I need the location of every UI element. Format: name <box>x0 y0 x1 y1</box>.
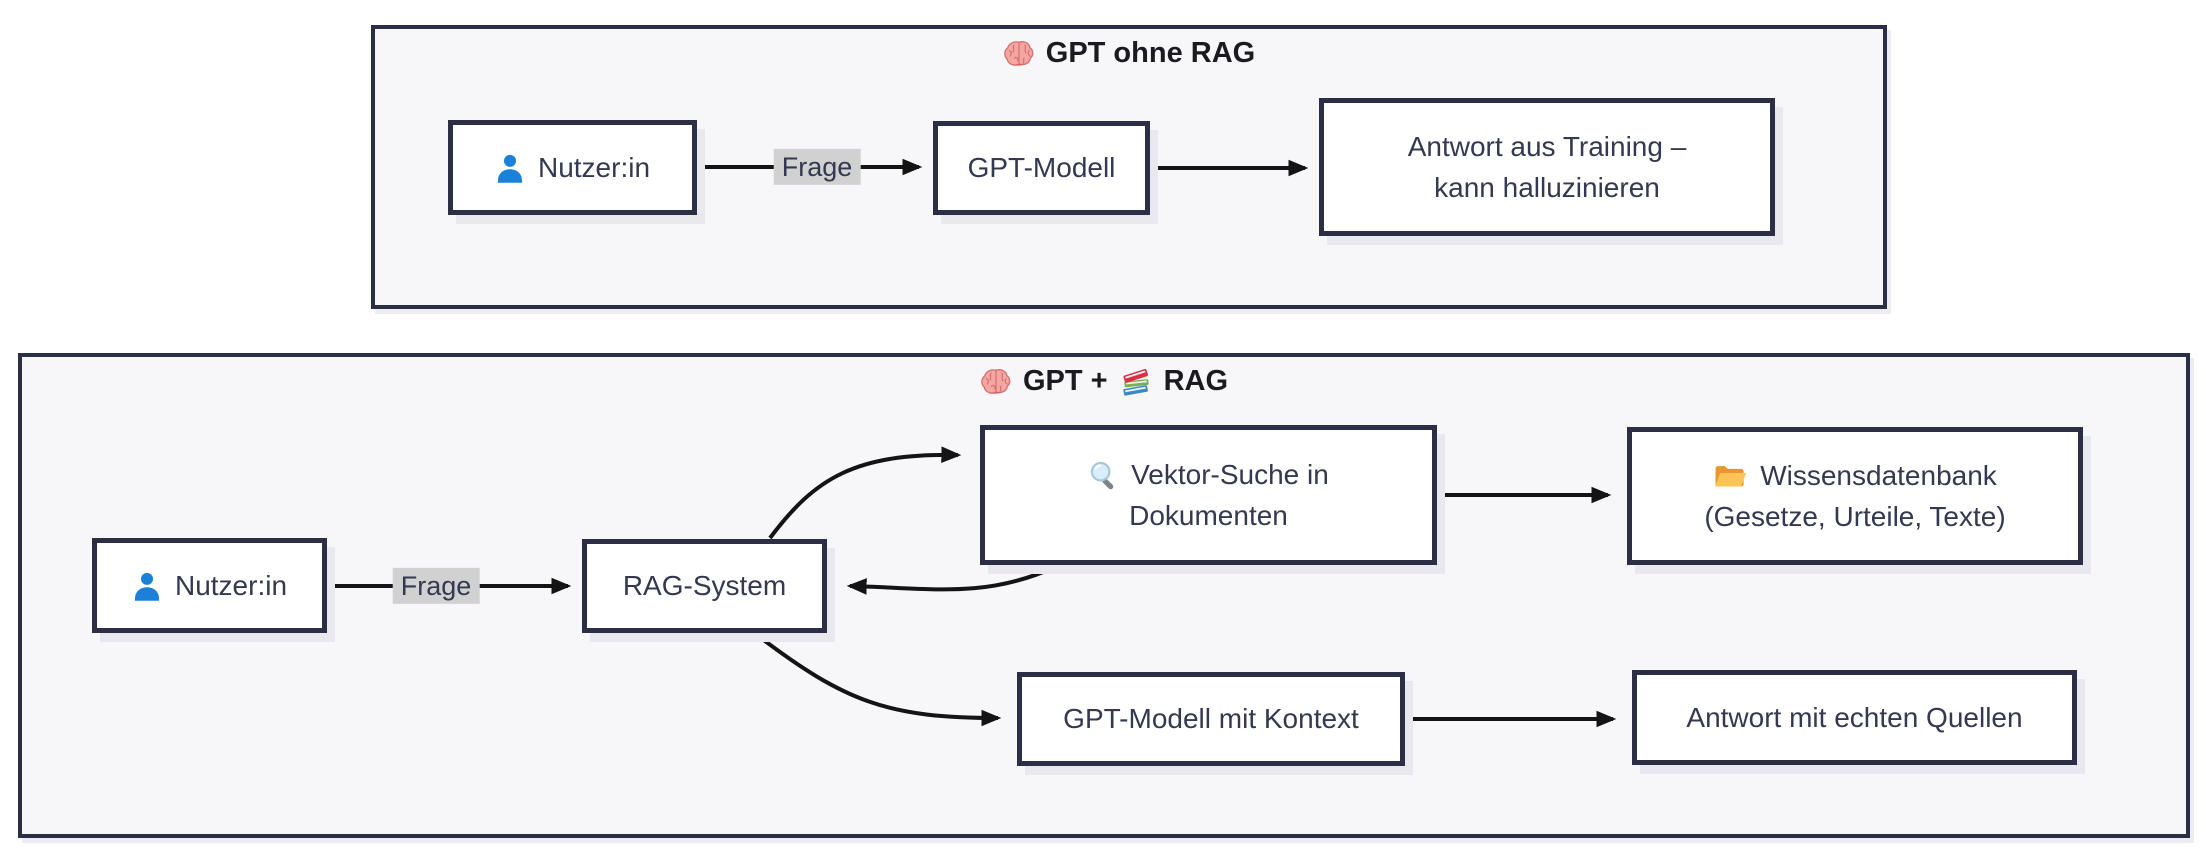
cluster-title-gpt-ohne-rag: GPT ohne RAG <box>375 37 1883 70</box>
edge-label-frage-top: Frage <box>773 148 861 186</box>
node-label: Nutzer:in <box>174 569 288 601</box>
cluster-title-text: GPT ohne RAG <box>1045 37 1256 69</box>
edge-label-frage-bottom: Frage <box>392 567 480 605</box>
magnifier-icon <box>1088 460 1118 490</box>
brain-icon <box>980 368 1012 396</box>
node-user-bottom: Nutzer:in <box>92 538 327 633</box>
open-folder-icon <box>1713 461 1747 490</box>
node-vector-search: Vektor-Suche in Dokumenten <box>980 425 1437 565</box>
node-user-top: Nutzer:in <box>448 120 697 215</box>
node-answer-training: Antwort aus Training – kann halluziniere… <box>1319 98 1775 236</box>
books-icon <box>1119 367 1153 397</box>
brain-icon <box>1003 40 1035 68</box>
node-label-line1: Vektor-Suche in <box>1131 458 1329 490</box>
node-label: Antwort mit echten Quellen <box>1686 701 2023 733</box>
cluster-title-text-part2: RAG <box>1163 365 1229 397</box>
person-icon <box>132 570 162 602</box>
node-label: Nutzer:in <box>537 151 651 183</box>
node-knowledge-base: Wissensdatenbank (Gesetze, Urteile, Text… <box>1627 427 2083 565</box>
node-label: GPT-Modell mit Kontext <box>1063 703 1359 734</box>
cluster-title-text-part1: GPT + <box>1022 365 1108 397</box>
node-gpt-model: GPT-Modell <box>933 121 1150 215</box>
cluster-title-gpt-plus-rag: GPT + RAG <box>22 365 2186 398</box>
node-label-line1: Antwort aus Training – <box>1407 130 1687 162</box>
node-label-line2: kann halluzinieren <box>1434 171 1660 203</box>
node-label: GPT-Modell <box>967 152 1116 183</box>
node-label-line1: Wissensdatenbank <box>1760 459 1997 491</box>
node-label-line2: (Gesetze, Urteile, Texte) <box>1704 500 2006 532</box>
node-label: RAG-System <box>622 570 787 601</box>
node-gpt-model-context: GPT-Modell mit Kontext <box>1017 672 1405 766</box>
node-rag-system: RAG-System <box>582 539 827 633</box>
node-answer-sources: Antwort mit echten Quellen <box>1632 670 2077 765</box>
node-label-line2: Dokumenten <box>1129 499 1288 531</box>
person-icon <box>495 152 525 184</box>
